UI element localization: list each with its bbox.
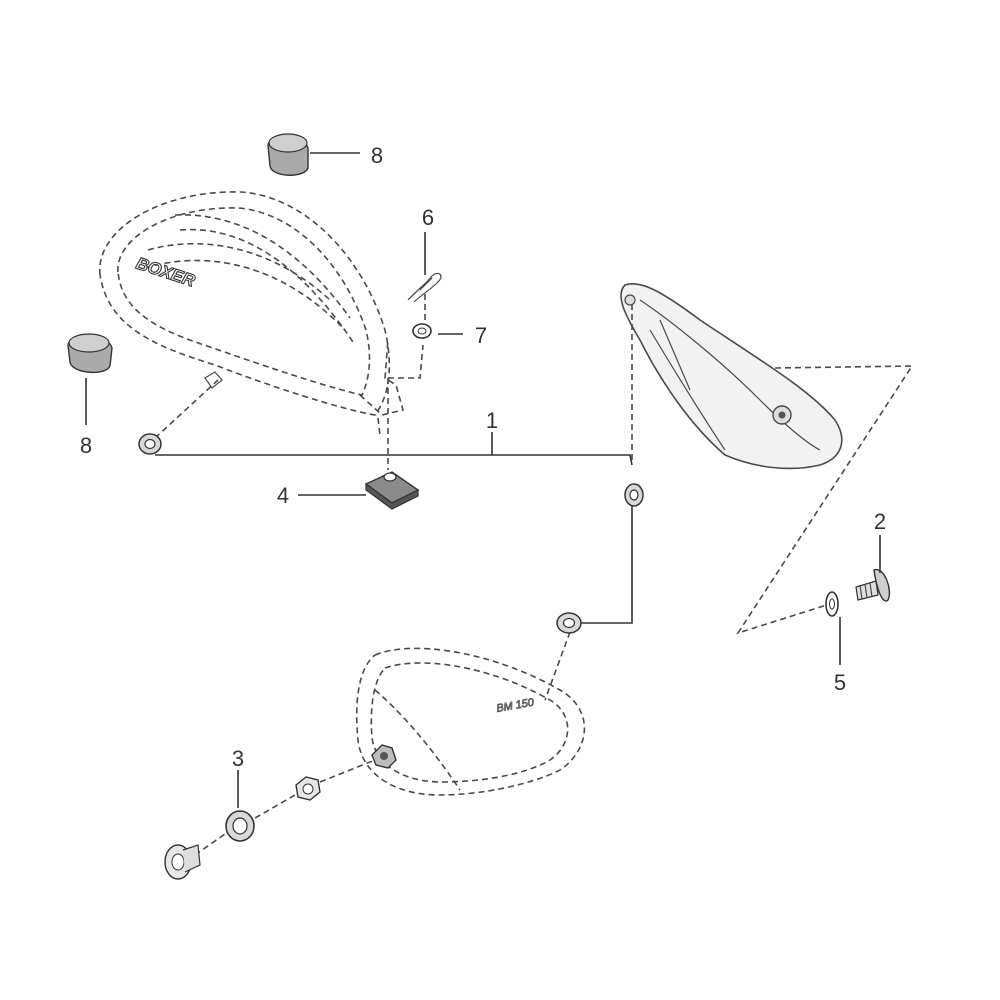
- callout-8-top: 8: [371, 143, 383, 168]
- mount-guide-triangle: [736, 365, 914, 635]
- grommet-mid: [624, 483, 644, 507]
- callout-7: 7: [475, 323, 487, 348]
- svg-text:BOXER: BOXER: [134, 254, 198, 291]
- left-side-cover: BOXER: [99, 191, 404, 436]
- part-7-washer: [412, 323, 432, 339]
- callout-1: 1: [486, 408, 498, 433]
- grommet-lower: [556, 612, 582, 634]
- part-3-assembly: [164, 744, 397, 880]
- hex-nut: [295, 776, 321, 801]
- callout-6: 6: [422, 205, 434, 230]
- part-1-line: [154, 292, 633, 701]
- part-6-pin: [407, 272, 442, 303]
- part-8-cap-top: [267, 133, 309, 176]
- part-8-cap-left: [67, 333, 113, 373]
- right-cover: [620, 283, 843, 470]
- rubber-ring: [225, 810, 255, 842]
- callout-8-left: 8: [80, 433, 92, 458]
- callout-4: 4: [277, 483, 289, 508]
- part-2-screw: [855, 569, 891, 602]
- grommet-left: [138, 433, 162, 455]
- bolt-head: [164, 844, 201, 880]
- part-4-nut-plate: [364, 471, 420, 510]
- lower-side-cover: BM 150: [355, 647, 586, 796]
- leader-lines: [85, 152, 881, 808]
- svg-text:BM 150: BM 150: [495, 696, 535, 715]
- callout-3: 3: [232, 746, 244, 771]
- boxer-logo: BOXER: [133, 253, 198, 291]
- lock-nut: [371, 744, 397, 769]
- bm150-logo: BM 150: [495, 696, 536, 715]
- callout-5: 5: [834, 670, 846, 695]
- callout-2: 2: [874, 509, 886, 534]
- part-5-washer: [825, 591, 839, 617]
